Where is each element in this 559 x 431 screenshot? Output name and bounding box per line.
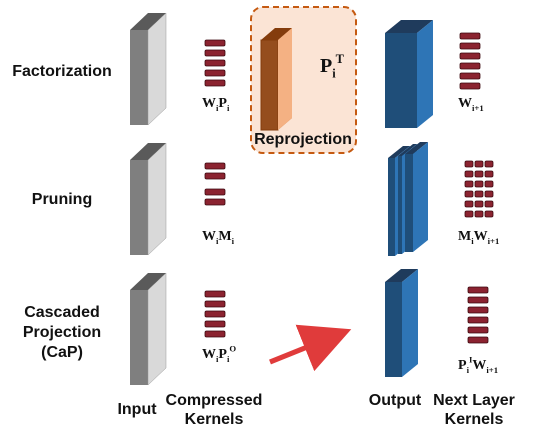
pruning-compressed-kernel (204, 188, 226, 196)
cap-next-kernel (467, 296, 489, 304)
pruning-compressed-kernel (204, 198, 226, 206)
next-layer-kernels (459, 32, 494, 344)
cap-next-kernel (467, 336, 489, 344)
factorization-compressed-kernel (204, 49, 226, 57)
pruning-compressed-kernel (204, 172, 226, 180)
pruning-next-kernel (464, 210, 474, 218)
pruning-next-kernel (464, 180, 474, 188)
reprojection-math: PiT (320, 52, 345, 81)
pruning-next-kernel (474, 210, 484, 218)
pruning-next-kernel (484, 170, 494, 178)
cap-next-kernel (467, 286, 489, 294)
cap-compressed-kernel (204, 330, 226, 338)
bottom-labels: Input Compressed Kernels Output Next Lay… (117, 392, 514, 428)
cap-compressed-kernel (204, 320, 226, 328)
output-block-3 (385, 269, 418, 377)
cap-compressed-kernel (204, 300, 226, 308)
output-blocks (385, 20, 433, 377)
factorization-next-kernel (459, 72, 481, 80)
factorization-next-kernel (459, 82, 481, 90)
next-layer-math-1: Wi+1 (458, 96, 484, 113)
row-label-3-line-3: (CaP) (41, 344, 83, 361)
pruning-next-kernel (474, 170, 484, 178)
factorization-compressed-kernel (204, 39, 226, 47)
pruning-next-kernel (484, 200, 494, 208)
row-label-3-line-1: Cascaded (24, 304, 100, 321)
input-block-2 (130, 142, 167, 256)
factorization-compressed-kernel (204, 79, 226, 87)
cap-compressed-kernel (204, 310, 226, 318)
output-block-1 (385, 20, 433, 128)
pruning-next-kernel (484, 190, 494, 198)
pruning-next-kernel (464, 190, 474, 198)
cap-next-kernel (467, 316, 489, 324)
input-block-3 (130, 272, 167, 386)
factorization-next-kernel (459, 52, 481, 60)
row-label-2-line-1: Pruning (32, 191, 92, 208)
next-layer-math-2: MiWi+1 (458, 229, 499, 246)
pruning-next-kernel (464, 160, 474, 168)
pruning-next-kernel (464, 170, 474, 178)
factorization-next-kernel (459, 32, 481, 40)
pruning-compressed-kernel (204, 162, 226, 170)
pruning-next-kernel (484, 160, 494, 168)
reprojection-label: Reprojection (254, 131, 352, 148)
input-label: Input (117, 401, 157, 418)
pruning-next-kernel (474, 180, 484, 188)
cap-compressed-kernel (204, 290, 226, 298)
input-block-1 (130, 12, 167, 126)
factorization-compressed-kernel (204, 59, 226, 67)
cap-next-kernel (467, 326, 489, 334)
output-block-2 (388, 142, 428, 256)
compressed-label-1: Compressed (166, 392, 263, 409)
next-layer-math-3: PiIWi+1 (458, 355, 498, 375)
compressed-kernel-math-1: WiPi (202, 96, 230, 113)
reprojection-box: PiT Reprojection (250, 6, 357, 154)
next-label-2: Kernels (445, 411, 504, 428)
factorization-next-kernel (459, 42, 481, 50)
input-blocks (130, 12, 167, 386)
pruning-next-kernel (474, 200, 484, 208)
factorization-next-kernel (459, 62, 481, 70)
factorization-compressed-kernel (204, 69, 226, 77)
row-label-1-line-1: Factorization (12, 63, 112, 80)
projection-arrow (269, 324, 352, 372)
compressed-kernels (204, 39, 226, 338)
compressed-label-2: Kernels (185, 411, 244, 428)
pruning-next-kernel (484, 210, 494, 218)
compressed-kernel-math-2: WiMi (202, 229, 235, 246)
cap-next-kernel (467, 306, 489, 314)
compressed-kernel-math-3: WiPiO (202, 344, 236, 364)
next-label-1: Next Layer (433, 392, 515, 409)
row-label-3-line-2: Projection (23, 324, 101, 341)
output-label: Output (369, 392, 422, 409)
pruning-next-kernel (474, 190, 484, 198)
pruning-next-kernel (464, 200, 474, 208)
pruning-next-kernel (484, 180, 494, 188)
pruning-next-kernel (474, 160, 484, 168)
